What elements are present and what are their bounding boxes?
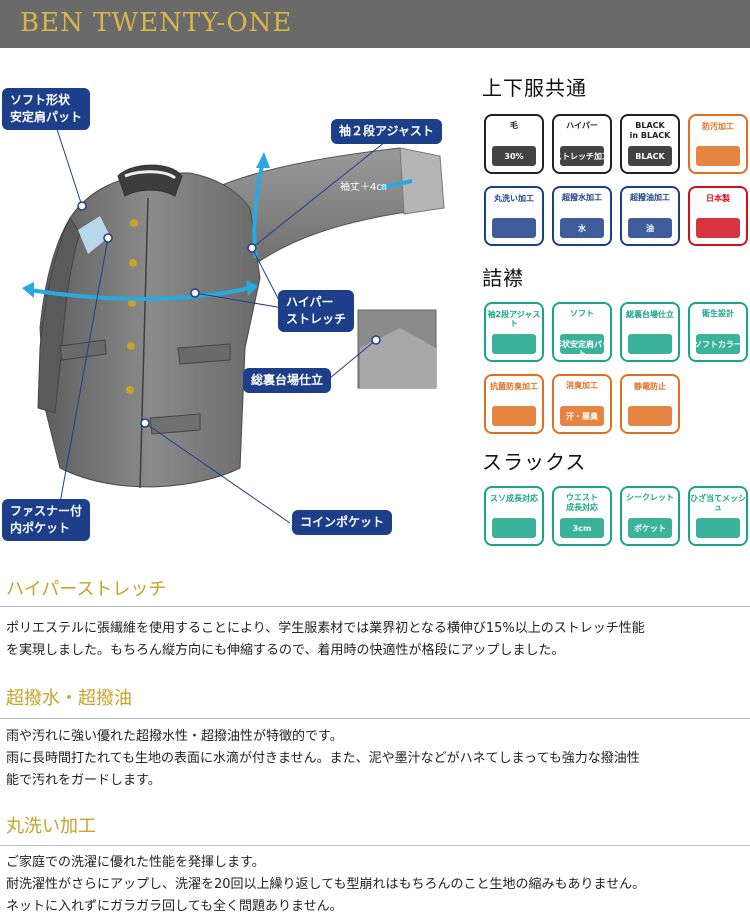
callout-zip-pocket: ファスナー付 内ポケット [2,499,91,541]
section-title-common: 上下服共通 [482,76,587,100]
full-lining-icon: 総裏台場仕立 [620,302,680,362]
icon-label: in BLACK [629,131,671,140]
icon-label: BLACK [635,121,665,130]
icon-label: シークレット [626,493,674,502]
wool-icon: 毛 30% [484,114,544,174]
sleeve-adjust-icon: 袖2段アジャスト [484,302,544,362]
brand-logo: BEN TWENTY-ONE [20,8,293,38]
heading-repellent: 超撥水・超撥油 [6,688,132,709]
icon-label: 消臭加工 [566,381,598,390]
icon-label: ストレッチ加工 [554,152,610,161]
paragraph-repellent: 雨や汚れに強い優れた超撥水性・超撥油性が特徴的です。 雨に長時間打たれても生地の… [6,729,640,788]
knee-mesh-icon: ひざ当てメッシュ [688,486,748,546]
icon-label: 総裏台場仕立 [626,310,674,319]
secret-pocket-icon: シークレットポケット [620,486,680,546]
hyper-stretch-icon: ハイパーストレッチ加工 [552,114,612,174]
icon-label: ポケット [634,524,666,533]
icon-label: 汗・悪臭 [566,412,598,421]
brand-header: BEN TWENTY-ONE [0,0,750,48]
icon-label: 抗菌防臭加工 [490,382,538,391]
icon-label: 衛生設計 [702,309,734,318]
icon-label: 袖2段アジャスト [487,310,541,328]
icon-label: 日本製 [706,194,730,203]
icon-label: ソフト [570,309,594,318]
antistatic-icon: 静電防止 [620,374,680,434]
icon-label: 成長対応 [566,503,598,512]
hem-extension-icon: スソ成長対応 [484,486,544,546]
icon-label: 超撥水加工 [562,193,602,202]
icon-label: 静電防止 [634,382,666,391]
water-repellent-icon: 超撥水加工水 [552,186,612,246]
icon-label: スソ成長対応 [490,494,538,503]
divider [0,606,750,607]
callout-sleeve-adjust: 袖２段アジャスト [331,119,442,144]
section-title-slacks: スラックス [482,450,587,474]
icon-label: 水 [578,224,586,233]
icon-label: 30% [504,152,524,161]
jacket-diagram: 袖丈＋4㎝ ソフト形状 安定肩パット 袖２段アジャスト ハイパー ストレッチ 総… [0,48,470,558]
callout-full-lining: 総裏台場仕立 [243,368,332,393]
callout-coin-pocket: コインポケット [292,510,393,535]
button-1 [130,219,138,227]
stain-proof-icon: 防汚加工 [688,114,748,174]
divider [0,718,750,719]
icon-label: 丸洗い加工 [494,194,534,203]
icon-label: 3cm [572,524,592,533]
hygienic-collar-icon: 衛生設計ソフトカラー [688,302,748,362]
section-title-collar: 詰襟 [482,266,524,290]
washable-icon: 丸洗い加工 [484,186,544,246]
callout-shoulder-pad: ソフト形状 安定肩パット [2,88,91,130]
waist-extension-icon: ウエスト成長対応 3cm [552,486,612,546]
icon-label: BLACK [635,152,665,161]
icon-label: ソフトカラー [694,340,742,349]
button-5 [126,386,134,394]
icon-label: ウエスト [566,493,598,502]
heading-hyper-stretch: ハイパーストレッチ [6,579,167,600]
icon-label: ひざ当てメッシュ [690,494,746,512]
icon-label: ハイパー [566,121,598,130]
oil-repellent-icon: 超撥油加工油 [620,186,680,246]
icon-label: 防汚加工 [702,122,734,131]
deodorant-icon: 消臭加工汗・悪臭 [552,374,612,434]
made-in-japan-icon: 日本製 [688,186,748,246]
paragraph-hyper-stretch: ポリエステルに張繊維を使用することにより、学生服素材では業界初となる横伸び15%… [6,621,645,658]
antibacterial-icon: 抗菌防臭加工 [484,374,544,434]
button-4 [127,342,135,350]
jacket-illustration: 袖丈＋4㎝ [22,122,445,524]
sleeve-length-note: 袖丈＋4㎝ [340,180,386,193]
callout-hyper-stretch: ハイパー ストレッチ [278,290,355,332]
icon-label: 油 [646,224,654,233]
button-2 [129,259,137,267]
heading-washable: 丸洗い加工 [6,816,96,837]
icon-label: 毛 [510,121,518,130]
icon-label: 形状安定肩パット [554,340,610,358]
icon-label: 超撥油加工 [630,193,670,202]
soft-shoulder-icon: ソフト形状安定肩パット [552,302,612,362]
button-3 [128,299,136,307]
divider [0,845,750,846]
paragraph-washable: ご家庭での洗濯に優れた性能を発揮します。 耐洗濯性がさらにアップし、洗濯を20回… [6,855,646,914]
